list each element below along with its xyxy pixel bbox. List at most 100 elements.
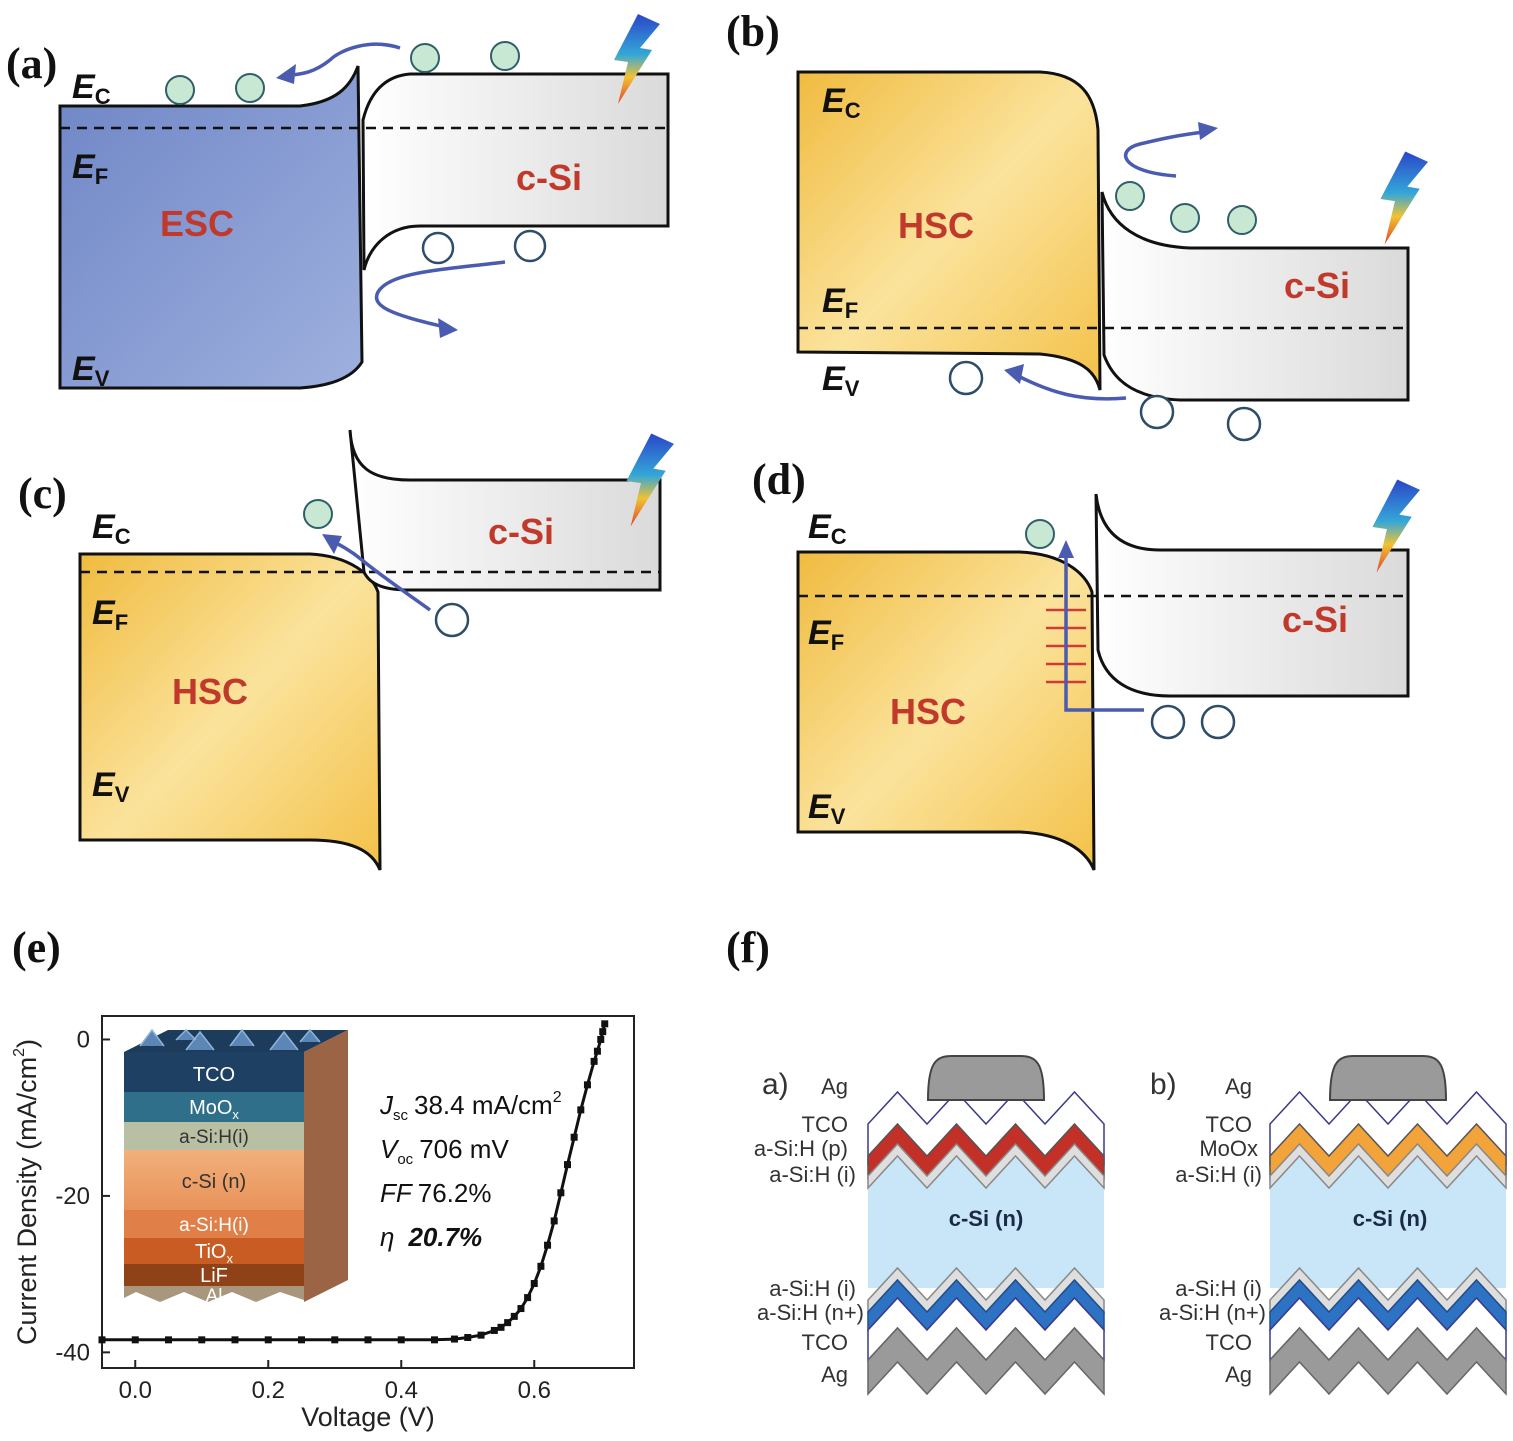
arrowhead: [1198, 122, 1218, 140]
ef-label-d: EF: [808, 614, 844, 655]
csi-label-c: c-Si: [488, 511, 554, 552]
data-point-marker: [557, 1189, 565, 1197]
data-point-marker: [464, 1333, 472, 1341]
stack-side-face: [304, 1030, 348, 1302]
i-bottom-label: a-Si:H (i): [1175, 1276, 1262, 1301]
i-top-label: a-Si:H (i): [1175, 1162, 1262, 1187]
ag-bottom-label: Ag: [821, 1362, 848, 1387]
data-point-marker: [537, 1262, 545, 1270]
tunneling-arrow: [329, 538, 432, 612]
electron-flow-arrow: [281, 42, 401, 78]
x-tick-label: 0.0: [119, 1377, 152, 1404]
ag-finger-contact: [926, 1055, 1046, 1101]
x-axis-label: Voltage (V): [301, 1402, 435, 1432]
layer-al: [124, 1286, 304, 1302]
arrowhead: [1004, 364, 1024, 384]
ec-label-c: EC: [92, 508, 131, 549]
hsc-band-c: [78, 552, 382, 871]
data-point-marker: [450, 1335, 458, 1343]
intrinsic-top-layer: [867, 1142, 1105, 1190]
data-point-marker: [550, 1217, 558, 1225]
stack-label-al: Al: [206, 1286, 223, 1307]
structure-a-label: a): [762, 1068, 789, 1101]
esc-band: [58, 65, 364, 390]
stack-label-csi: c-Si (n): [182, 1171, 246, 1193]
layer-stack-graphic: [1269, 1055, 1507, 1396]
i-bottom-label: a-Si:H (i): [769, 1276, 856, 1301]
electron: [1170, 203, 1200, 233]
y-tick-label: -20: [55, 1183, 90, 1210]
panel-d-label: (d): [752, 455, 806, 504]
i-top-label: a-Si:H (i): [769, 1162, 856, 1187]
panel-b: (b) EC EF EV HSC c-Si: [726, 7, 1428, 442]
arrowhead: [276, 64, 296, 84]
hole: [1150, 704, 1186, 740]
layer-lif: [124, 1264, 304, 1286]
stack-label-moox: MoOx: [189, 1097, 239, 1122]
structure-a: a) Ag TCO a-Si:H (p) a-Si:H (i) a-Si:H (…: [754, 1055, 1105, 1396]
data-point-marker: [490, 1326, 498, 1334]
layer-asih-i-bottom: [124, 1210, 304, 1238]
ev-label-d: EV: [808, 788, 846, 829]
csi-band-a: [361, 72, 670, 271]
stack-label-asih-i: a-Si:H(i): [179, 1127, 249, 1148]
layer-csi: [124, 1150, 304, 1210]
data-point-marker: [544, 1241, 552, 1249]
hole: [948, 360, 984, 396]
hole: [513, 229, 547, 263]
data-point-marker: [431, 1336, 438, 1344]
data-point-marker: [524, 1294, 532, 1302]
hole-flow-arrow: [374, 260, 506, 330]
ef-label-b: EF: [822, 282, 858, 323]
device-stack: TCO MoOx a-Si:H(i) c-Si (n) a-Si:H(i) Ti…: [124, 1028, 348, 1307]
csi-label-d: c-Si: [1282, 599, 1348, 640]
data-point-marker: [497, 1323, 505, 1331]
ec-label-d: EC: [808, 508, 847, 549]
x-tick-label: 0.2: [252, 1377, 285, 1404]
data-point-marker: [510, 1312, 518, 1320]
csi-band-b: [1100, 191, 1410, 402]
arrowhead: [1058, 540, 1074, 558]
hole: [1226, 406, 1262, 442]
panel-e-label: (e): [12, 923, 61, 972]
data-point-marker: [593, 1047, 601, 1055]
panel-a-label: (a): [6, 39, 57, 88]
data-point-marker: [331, 1336, 339, 1344]
hole: [421, 231, 455, 265]
hsc-band-b: [796, 70, 1102, 391]
layer-tiox: [124, 1238, 304, 1264]
tco-top-label: TCO: [802, 1112, 848, 1137]
moox-layer-label: MoOx: [1199, 1136, 1258, 1161]
electron: [165, 75, 195, 105]
hole: [434, 602, 470, 638]
hsc-band-d: [796, 550, 1096, 871]
data-point-marker: [570, 1133, 578, 1141]
panel-d: (d) EC EF EV HSC c-Si: [752, 455, 1420, 871]
ag-bottom-layer: [867, 1326, 1105, 1396]
ef-label-c: EF: [92, 594, 128, 635]
data-point-marker: [264, 1336, 272, 1344]
ag-top-label: Ag: [821, 1074, 848, 1099]
stack-label-asih-i-2: a-Si:H(i): [179, 1215, 249, 1236]
ag-top-label: Ag: [1225, 1074, 1252, 1099]
data-point-marker: [564, 1161, 571, 1169]
n-layer-label: a-Si:H (n+): [757, 1300, 864, 1325]
y-axis-label: Current Density (mA/cm2): [11, 1039, 42, 1345]
hole-flow-arrow: [1017, 374, 1127, 401]
csi-label-b: c-Si: [1284, 265, 1350, 306]
arrowhead: [438, 318, 458, 338]
tco-top-label: TCO: [1206, 1112, 1252, 1137]
hsc-label-c: HSC: [172, 671, 248, 712]
data-point-marker: [364, 1336, 372, 1344]
ag-finger-contact: [1328, 1055, 1448, 1101]
light-bolt-icon: [1380, 151, 1428, 245]
ag-bottom-layer: [1269, 1326, 1507, 1396]
x-tick-label: 0.6: [518, 1377, 551, 1404]
stack-label-tco: TCO: [193, 1064, 235, 1086]
data-point-marker: [597, 1035, 605, 1043]
ev-label-b: EV: [822, 360, 860, 401]
layer-tco: [124, 1052, 304, 1092]
